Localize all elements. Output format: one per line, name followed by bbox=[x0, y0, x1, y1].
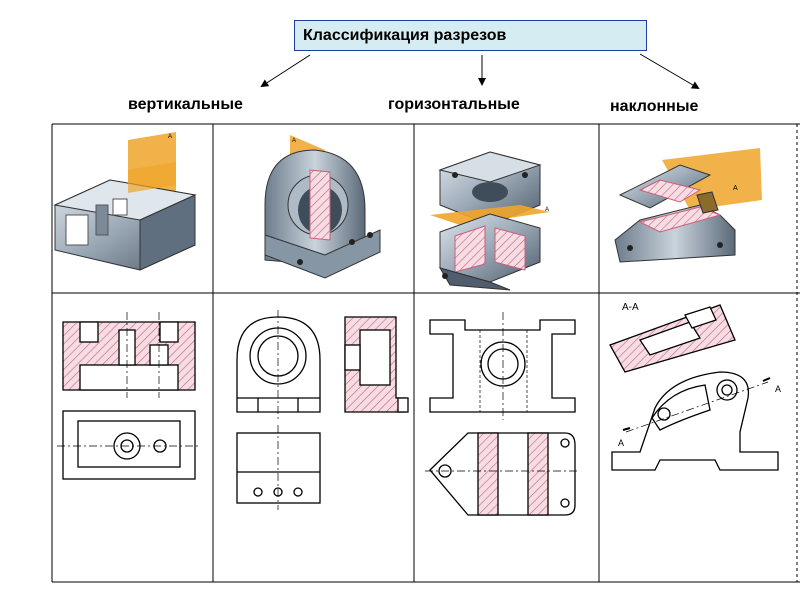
connector-arrows bbox=[260, 53, 700, 90]
horizontal-drawing bbox=[425, 312, 580, 516]
arrow-to-vertical bbox=[260, 54, 311, 88]
cut-mark-left: А bbox=[618, 438, 624, 448]
horizontal-3d-illustration: A bbox=[430, 151, 550, 291]
vertical-frontal-3d-illustration: A bbox=[53, 132, 197, 271]
svg-text:A: A bbox=[168, 134, 172, 140]
vertical-profile-drawing bbox=[236, 310, 409, 510]
svg-text:A: A bbox=[292, 138, 296, 144]
cut-mark-right: А bbox=[775, 384, 781, 394]
category-horizontal-label: горизонтальные bbox=[388, 96, 520, 113]
category-vertical-label: вертикальные bbox=[128, 96, 243, 113]
arrow-to-inclined bbox=[639, 53, 700, 90]
vertical-frontal-drawing bbox=[57, 312, 200, 480]
table-grid bbox=[51, 123, 800, 583]
inclined-drawing: А-А bbox=[609, 302, 779, 471]
category-inclined-label: наклонные bbox=[610, 98, 699, 115]
svg-text:A: A bbox=[545, 207, 549, 213]
inclined-3d-illustration: А bbox=[614, 148, 762, 263]
inclined-section-label: А-А bbox=[622, 302, 639, 313]
inclined-3d-plane-mark: А bbox=[733, 185, 738, 192]
vertical-profile-3d-illustration: A bbox=[264, 135, 381, 279]
diagram-title: Классификация разрезов bbox=[294, 20, 647, 51]
